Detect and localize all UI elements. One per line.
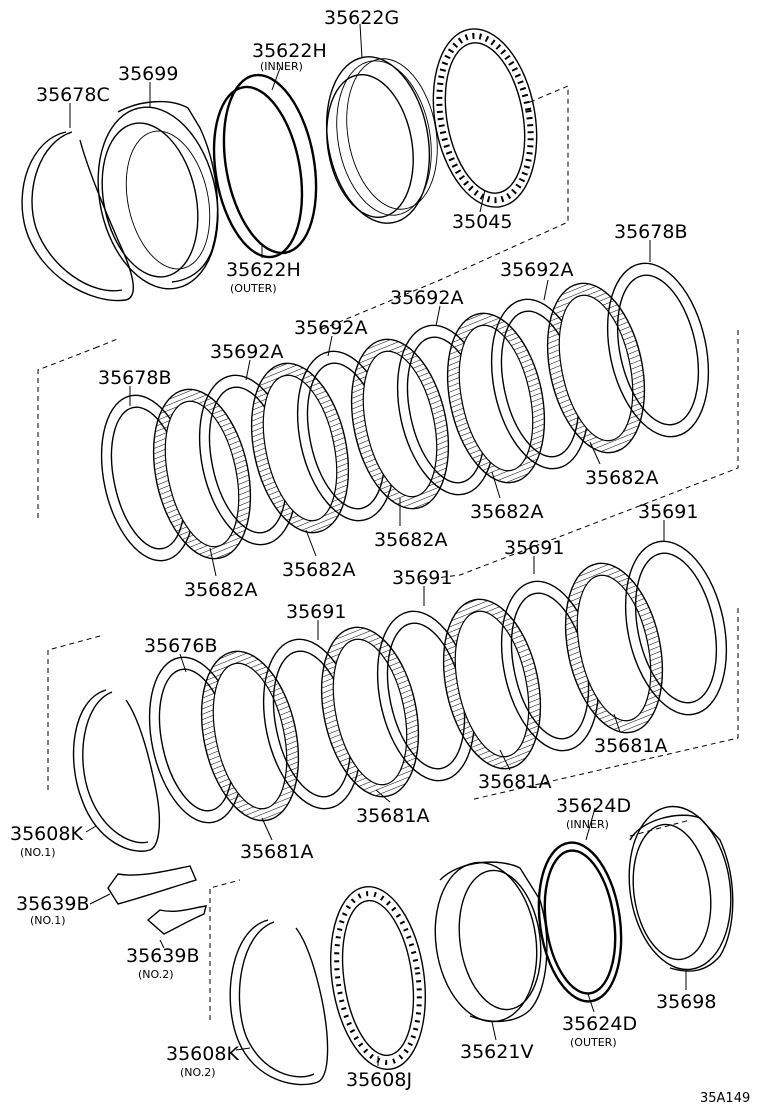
clutch-stack-35692A-35682A — [100, 262, 710, 562]
label-35622H-inner-sub: (INNER) — [260, 60, 303, 73]
spring-retainer-35045 — [432, 28, 538, 208]
label-35692A-3: 35692A — [294, 317, 367, 339]
label-35622H-outer: 35622H — [226, 259, 301, 281]
label-35622G: 35622G — [324, 7, 399, 29]
label-35639B-no2-sub: (NO.2) — [138, 968, 174, 981]
piston-35698 — [628, 805, 734, 972]
label-35691-1: 35691 — [638, 501, 698, 523]
label-35682A-3: 35682A — [374, 529, 447, 551]
label-35692A-1: 35692A — [500, 259, 573, 281]
label-35691-3: 35691 — [392, 567, 452, 589]
clutch-stack-35691-35681A — [72, 540, 728, 852]
label-35639B-no1-sub: (NO.1) — [30, 914, 66, 927]
label-35691-4: 35691 — [286, 601, 346, 623]
label-35608K-no1-sub: (NO.1) — [20, 846, 56, 859]
label-35639B-no1: 35639B — [16, 893, 89, 915]
group-outline-mid1 — [37, 330, 739, 581]
label-35682A-2: 35682A — [470, 501, 543, 523]
cylinder-35622G — [325, 56, 438, 224]
label-35681A-2: 35681A — [478, 771, 551, 793]
o-ring-35624D-outer — [543, 849, 617, 995]
springs-35639B — [107, 865, 207, 935]
label-35682A-1: 35682A — [585, 467, 658, 489]
o-ring-35622H-outer — [212, 85, 304, 259]
leader-lines — [69, 23, 687, 1066]
o-ring-35624D-inner — [537, 841, 623, 1003]
o-ring-35622H-inner — [222, 73, 318, 255]
label-35682A-4: 35682A — [282, 559, 355, 581]
snap-ring-35678C — [21, 131, 134, 302]
label-35678B-left: 35678B — [98, 367, 171, 389]
label-35624D-inner-sub: (INNER) — [566, 818, 609, 831]
group-outline-bottom — [209, 819, 691, 1020]
label-35624D-outer: 35624D — [562, 1013, 637, 1035]
label-35698: 35698 — [656, 991, 716, 1013]
label-35692A-2: 35692A — [390, 287, 463, 309]
label-35045: 35045 — [452, 211, 512, 233]
snap-ring-35608K-no2 — [229, 919, 329, 1086]
label-35608K-no1: 35608K — [10, 823, 83, 845]
label-35622H-inner: 35622H — [252, 40, 327, 62]
label-35678B-top: 35678B — [614, 221, 687, 243]
label-35691-2: 35691 — [504, 537, 564, 559]
diagram-code: 35A149 — [700, 1091, 750, 1106]
callout-labels: 35678C 35699 35622H (INNER) 35622G 35045… — [10, 7, 750, 1106]
label-35676B: 35676B — [144, 635, 217, 657]
group-outline-mid2 — [47, 608, 739, 801]
label-35699: 35699 — [118, 63, 178, 85]
label-35622H-outer-sub: (OUTER) — [230, 282, 277, 295]
label-35681A-1: 35681A — [594, 735, 667, 757]
label-35692A-4: 35692A — [210, 341, 283, 363]
label-35608J: 35608J — [346, 1069, 412, 1091]
drum-35621V — [434, 861, 548, 1023]
label-35681A-4: 35681A — [240, 841, 313, 863]
label-35624D-inner: 35624D — [556, 795, 631, 817]
label-35608K-no2: 35608K — [166, 1043, 239, 1065]
label-35678C: 35678C — [36, 84, 110, 106]
label-35639B-no2: 35639B — [126, 945, 199, 967]
plate-35608J — [329, 885, 427, 1071]
label-35608K-no2-sub: (NO.2) — [180, 1066, 216, 1079]
label-35682A-5: 35682A — [184, 579, 257, 601]
label-35624D-outer-sub: (OUTER) — [570, 1036, 617, 1049]
group-outline-top — [319, 85, 569, 331]
piston-35699 — [97, 100, 219, 290]
label-35681A-3: 35681A — [356, 805, 429, 827]
label-35621V: 35621V — [460, 1041, 533, 1063]
